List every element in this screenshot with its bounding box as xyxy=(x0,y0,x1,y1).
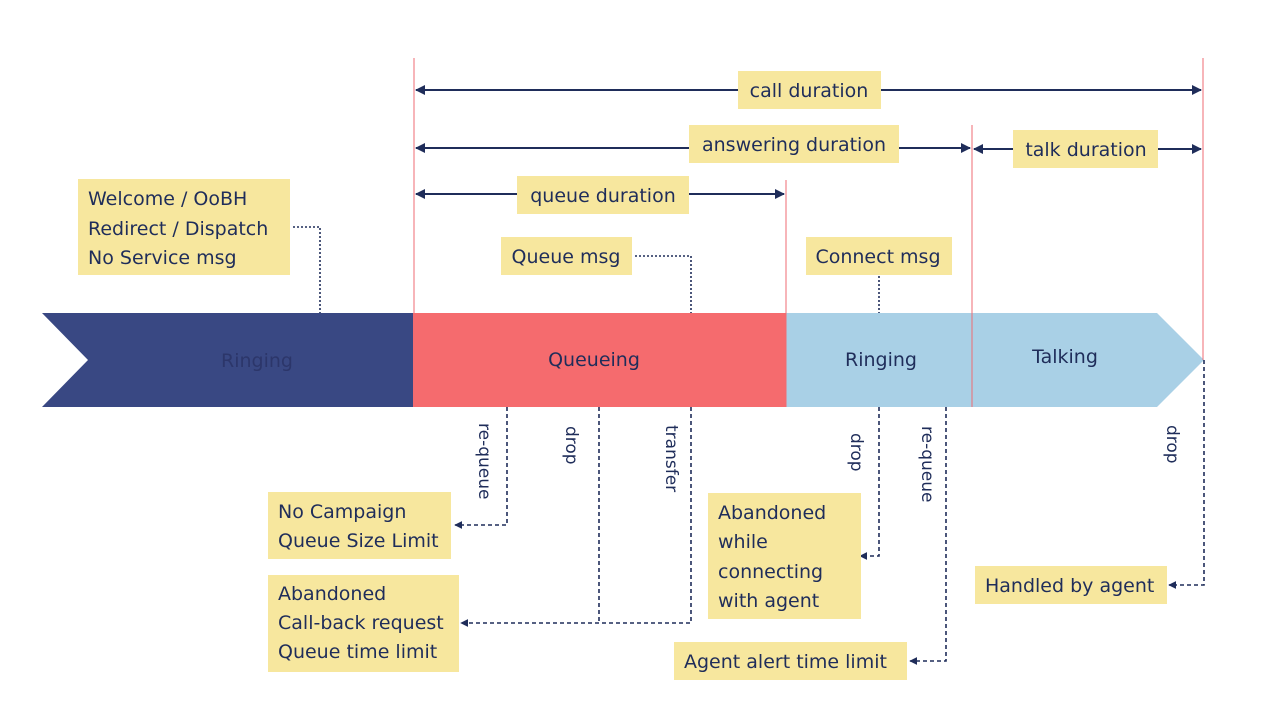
ringing-requeue-path xyxy=(909,407,947,665)
no-campaign-note xyxy=(268,492,451,559)
initial-msg-line-3: No Service msg xyxy=(88,247,237,269)
phase-label-ringing-initial: Ringing xyxy=(221,350,293,372)
answering-duration-label: answering duration xyxy=(702,134,886,156)
initial-msg-line-2: Redirect / Dispatch xyxy=(88,218,268,240)
initial-msg-line-1: Welcome / OoBH xyxy=(88,188,247,210)
abandoned-connecting-note xyxy=(708,493,861,619)
phase-label-queueing: Queueing xyxy=(548,349,640,371)
talking-drop-path xyxy=(1168,360,1205,589)
connect-msg-label: Connect msg xyxy=(815,246,940,268)
no-campaign-line-1: No Campaign xyxy=(278,501,406,523)
queue-transfer-label: transfer xyxy=(661,425,681,492)
abandoned-connecting-line-3: connecting xyxy=(718,561,823,583)
abandoned-connecting-line-2: while xyxy=(718,531,768,553)
agent-alert-note xyxy=(674,642,907,680)
ringing-requeue-label: re-queue xyxy=(917,426,937,502)
queue-msg-note xyxy=(501,237,632,275)
queue-drop-label: drop xyxy=(561,426,581,465)
queue-requeue-label: re-queue xyxy=(474,423,494,499)
agent-alert-label: Agent alert time limit xyxy=(684,651,887,673)
abandoned-queue-line-2: Call-back request xyxy=(278,612,444,634)
phase-queueing xyxy=(413,313,786,407)
abandoned-connecting-line-1: Abandoned xyxy=(718,502,826,524)
initial-messages-note xyxy=(78,179,290,275)
abandoned-queue-note xyxy=(268,575,459,672)
handled-note xyxy=(975,566,1167,604)
phase-talking xyxy=(973,313,1204,407)
phase-label-talking: Talking xyxy=(1031,346,1098,368)
abandoned-queue-line-3: Queue time limit xyxy=(278,641,437,663)
queue-transfer-path xyxy=(460,407,692,627)
phase-ringing-agent xyxy=(786,313,973,407)
abandoned-queue-line-1: Abandoned xyxy=(278,583,386,605)
talk-duration-label: talk duration xyxy=(1025,139,1146,161)
answering-duration-label-bg xyxy=(689,125,899,163)
phase-label-ringing-agent: Ringing xyxy=(845,349,917,371)
initial-messages-connector xyxy=(293,226,321,313)
phase-ringing-initial xyxy=(42,313,413,407)
connect-msg-note xyxy=(806,237,952,275)
call-duration-label-bg xyxy=(738,71,881,109)
ringing-drop-label: drop xyxy=(846,433,866,472)
queue-duration-label-bg xyxy=(517,176,689,214)
queue-duration-label: queue duration xyxy=(530,185,676,207)
ringing-drop-path xyxy=(859,407,880,560)
queue-msg-label: Queue msg xyxy=(512,246,621,268)
talk-duration-label-bg xyxy=(1013,130,1158,168)
handled-label: Handled by agent xyxy=(985,575,1154,597)
queue-msg-connector xyxy=(635,255,692,313)
abandoned-connecting-line-4: with agent xyxy=(718,590,819,612)
talking-drop-label: drop xyxy=(1162,425,1182,464)
call-duration-label: call duration xyxy=(750,80,869,102)
no-campaign-line-2: Queue Size Limit xyxy=(278,530,439,552)
